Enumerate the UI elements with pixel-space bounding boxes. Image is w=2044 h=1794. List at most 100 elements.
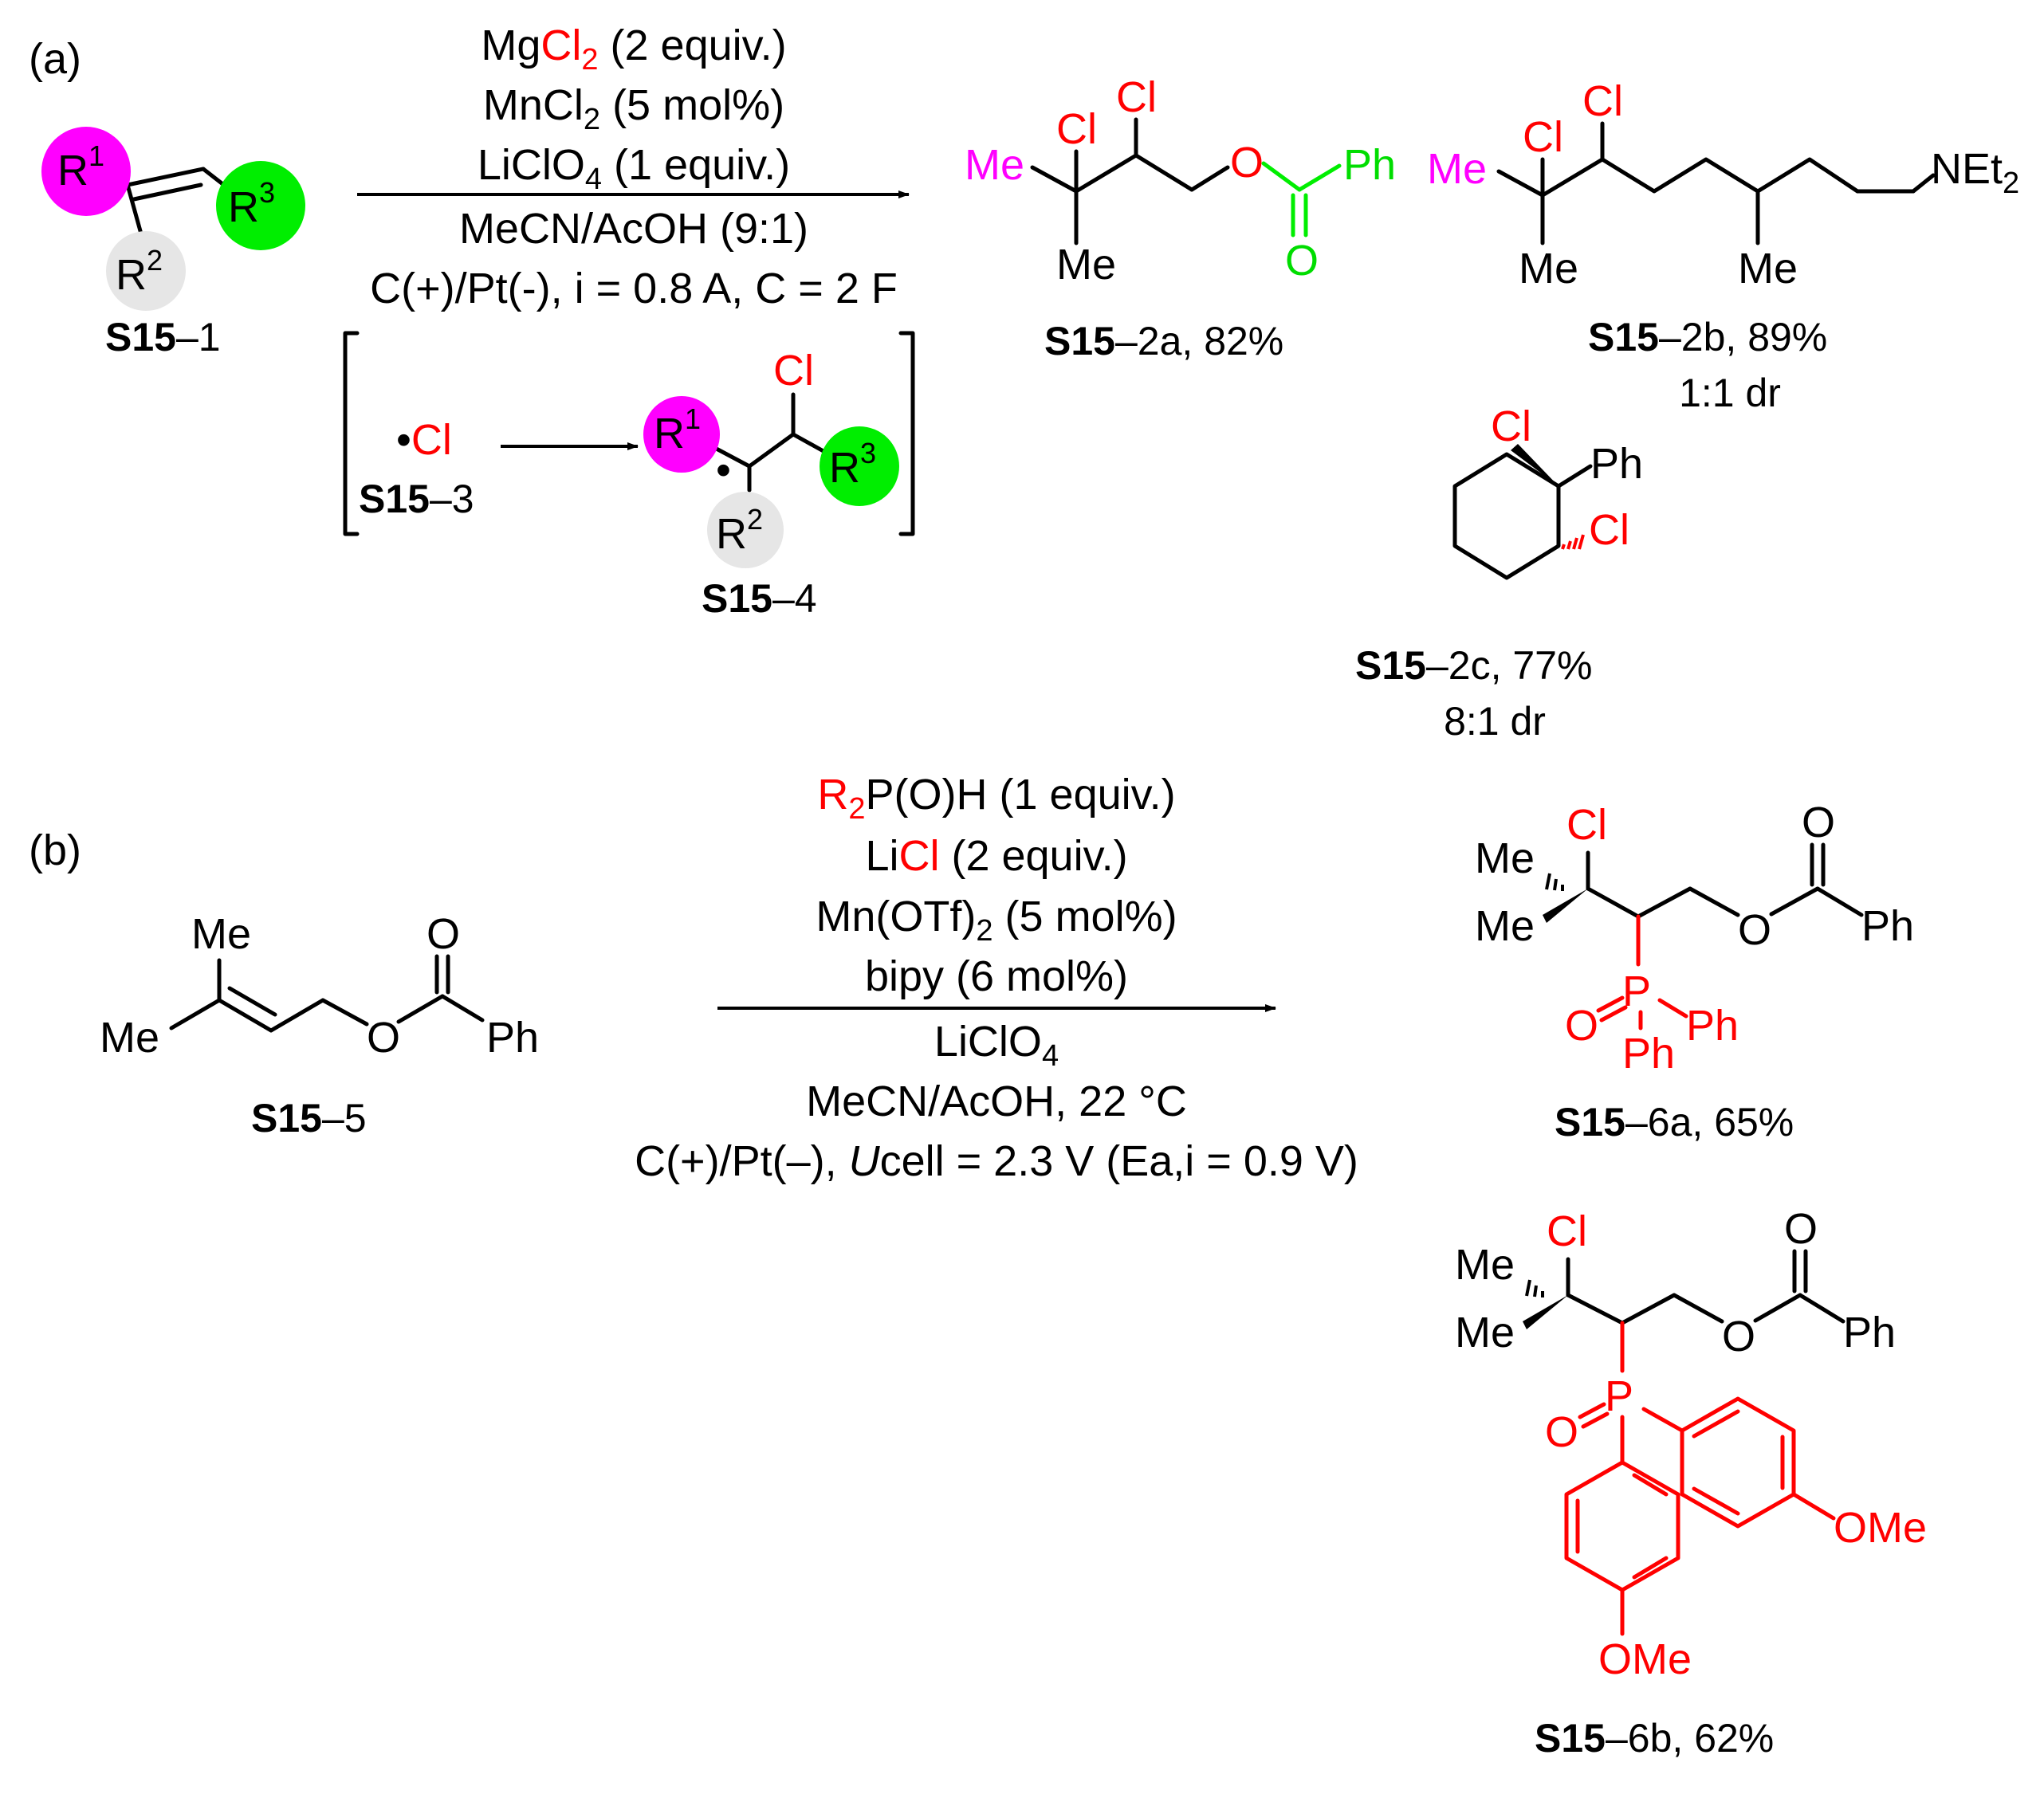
reagent-liclo4-b: LiClO4 [934, 1018, 1059, 1073]
r1-substituent-circle [41, 127, 131, 216]
reagent-licl: LiCl (2 equiv.) [865, 832, 1127, 880]
panel-a-label: (a) [29, 35, 81, 83]
ester-oxygen: O [1738, 906, 1771, 954]
r2-label: R2 [116, 244, 163, 299]
phenyl-label: Ph [486, 1014, 539, 1062]
reagents-a: MgCl2 (2 equiv.) MnCl2 (5 mol%) LiClO4 (… [357, 22, 910, 312]
carbonyl-oxygen: O [1285, 237, 1319, 285]
wedge-bond [1523, 1295, 1568, 1329]
product-s15-2b: Me Me Cl Cl Me NEt2 S15–2b, 89% 1:1 dr [1427, 77, 2019, 415]
phosphoryl-oxygen: O [1545, 1408, 1578, 1456]
methyl-label-bottom: Me [1455, 1309, 1515, 1356]
r2-substituent-circle [106, 231, 186, 311]
anisyl-ring-1 [1680, 1396, 1796, 1529]
carbonyl-oxygen: O [426, 910, 460, 958]
reagent-mncl2: MnCl2 (5 mol%) [483, 81, 784, 136]
reagent-bipy: bipy (6 mol%) [865, 952, 1128, 1000]
reagents-b: R2P(O)H (1 equiv.) LiCl (2 equiv.) Mn(OT… [635, 771, 1358, 1185]
methoxy-label-2: OMe [1598, 1635, 1692, 1683]
ester-oxygen: O [1722, 1313, 1755, 1360]
phenyl-label-p2: Ph [1622, 1030, 1675, 1078]
r1-label: R1 [57, 139, 104, 194]
reagent-electrolysis-b: C(+)/Pt(–), Ucell = 2.3 V (Ea,i = 0.9 V) [635, 1137, 1358, 1185]
product-s15-6a: Me Me Cl O O Ph P O [1475, 799, 1914, 1144]
diastereomer-ratio-2b: 1:1 dr [1679, 371, 1781, 415]
methyl-label-top: Me [1475, 834, 1535, 882]
methyl-label: Me [1519, 245, 1578, 292]
compound-label-s15-2b: S15–2b, 89% [1588, 315, 1827, 359]
compound-label-s15-6b: S15–6b, 62% [1535, 1716, 1774, 1761]
product-s15-2c: Ph Cl Cl S15–2c, 77% 8:1 dr [1355, 402, 1643, 744]
chlorine-atom-1: Cl [1491, 402, 1531, 450]
r1-substituent-circle-int [643, 396, 720, 473]
methyl-label: Me [1056, 241, 1116, 289]
r3-label-int: R3 [829, 437, 876, 492]
compound-label-s15-4: S15–4 [702, 576, 817, 621]
compound-label-s15-5: S15–5 [251, 1096, 367, 1140]
reagent-solvent-b: MeCN/AcOH, 22 °C [806, 1078, 1187, 1125]
hash-bond [1525, 1279, 1544, 1297]
compound-label-s15-6a: S15–6a, 65% [1555, 1100, 1794, 1144]
methyl-label-chain: Me [1738, 245, 1798, 292]
product-s15-6b: Me Me Cl O O Ph P O [1455, 1205, 1927, 1761]
wedge-bond [1511, 444, 1559, 486]
chlorine-atom-2: Cl [1589, 506, 1629, 554]
r2-label-int: R2 [716, 503, 763, 558]
ester-oxygen: O [1230, 139, 1264, 186]
chlorine-atom-2: Cl [1582, 77, 1623, 125]
reagent-solvent-a: MeCN/AcOH (9:1) [459, 205, 808, 253]
chlorine-atom: Cl [1566, 801, 1607, 849]
r3-substituent-circle-int [820, 426, 899, 506]
radical-dot-int: • [716, 446, 731, 494]
reagent-mgcl2: MgCl2 (2 equiv.) [481, 22, 786, 77]
phenyl-label: Ph [1343, 141, 1396, 189]
panel-b: (b) Me Me O O Ph S15–5 R2P(O)H (1 equiv.… [29, 771, 1927, 1761]
substrate-s15-1: R1 R3 R2 S15–1 [41, 127, 305, 359]
wedge-bond [1543, 889, 1588, 923]
chlorine-atom-2: Cl [1116, 73, 1157, 121]
reagent-electrolysis-a: C(+)/Pt(-), i = 0.8 A, C = 2 F [370, 265, 898, 312]
diethylamino-label: NEt2 [1931, 145, 2019, 200]
substrate-s15-5: Me Me O O Ph S15–5 [100, 910, 539, 1140]
panel-a: (a) R1 R3 R2 S15–1 MgCl2 (2 equiv.) MnCl… [29, 22, 2019, 744]
product-s15-2a: Me Me Cl Cl O O Ph S15–2a, 82% [965, 73, 1396, 363]
chlorine-radical-s15-3: •Cl [396, 416, 452, 464]
hash-bond [1545, 873, 1564, 891]
methyl-label-bottom: Me [100, 1014, 159, 1062]
chlorine-atom-int: Cl [773, 347, 814, 395]
phenyl-label: Ph [1590, 440, 1643, 488]
chlorine-atom: Cl [1547, 1207, 1587, 1255]
phosphorus-atom: P [1605, 1372, 1633, 1420]
phenyl-label: Ph [1861, 902, 1914, 950]
diastereomer-ratio-2c: 8:1 dr [1444, 699, 1546, 744]
r3-substituent-circle [216, 161, 305, 250]
r2-substituent-circle-int [707, 492, 784, 568]
mechanism-bracket: •Cl S15–3 R1 R3 R2 Cl • S15–4 [343, 331, 915, 621]
methyl-label-top: Me [191, 910, 251, 958]
compound-label-s15-2c: S15–2c, 77% [1355, 643, 1592, 688]
phenyl-label: Ph [1843, 1309, 1896, 1356]
anisyl-ring-2 [1564, 1460, 1680, 1592]
methyl-label-bottom: Me [1475, 902, 1535, 950]
methyl-label-magenta: Me [965, 141, 1024, 189]
compound-label-s15-2a: S15–2a, 82% [1044, 319, 1283, 363]
reagent-phosphine-oxide: R2P(O)H (1 equiv.) [817, 771, 1175, 826]
reagent-mn-otf2: Mn(OTf)2 (5 mol%) [816, 893, 1177, 948]
chlorine-atom-1: Cl [1523, 113, 1563, 161]
r1-label-int: R1 [654, 402, 701, 457]
phosphoryl-oxygen: O [1565, 1002, 1598, 1050]
hash-bond [1561, 534, 1585, 550]
phenyl-label-p1: Ph [1686, 1002, 1739, 1050]
carbonyl-oxygen: O [1784, 1205, 1818, 1253]
compound-label-s15-1: S15–1 [105, 315, 221, 359]
reagent-liclo4: LiClO4 (1 equiv.) [478, 141, 790, 196]
chlorine-atom-1: Cl [1056, 105, 1097, 153]
r3-label: R3 [228, 176, 275, 231]
ester-oxygen: O [367, 1014, 400, 1062]
methyl-label-top: Me [1455, 1241, 1515, 1289]
methyl-label-magenta: Me [1427, 145, 1487, 193]
panel-b-label: (b) [29, 826, 81, 874]
methoxy-label-1: OMe [1834, 1504, 1927, 1552]
compound-label-s15-3: S15–3 [359, 477, 474, 521]
